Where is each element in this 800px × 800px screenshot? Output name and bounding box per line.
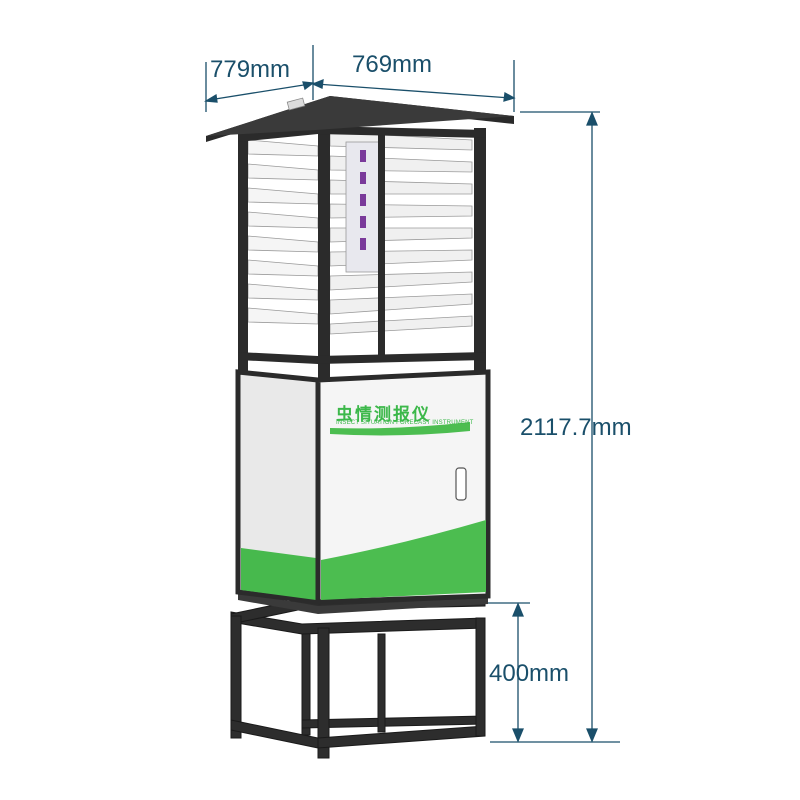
cabinet — [235, 369, 491, 605]
device-name-english: INSECT SITUATION FORECAST INSTRUMENT — [336, 420, 474, 426]
cabinet-base-tray — [238, 592, 488, 614]
base-stand — [230, 595, 486, 759]
height-dimension-label: 2117.7mm — [520, 414, 632, 441]
width-dimension-label: 769mm — [352, 51, 433, 78]
dimension-lines — [203, 45, 620, 743]
roof — [206, 96, 514, 142]
upper-frame — [238, 126, 486, 382]
depth-dimension-label: 779mm — [210, 56, 291, 83]
stand-height-dimension-label: 400mm — [489, 660, 570, 687]
device-name-chinese: 虫情测报仪 — [336, 405, 431, 425]
